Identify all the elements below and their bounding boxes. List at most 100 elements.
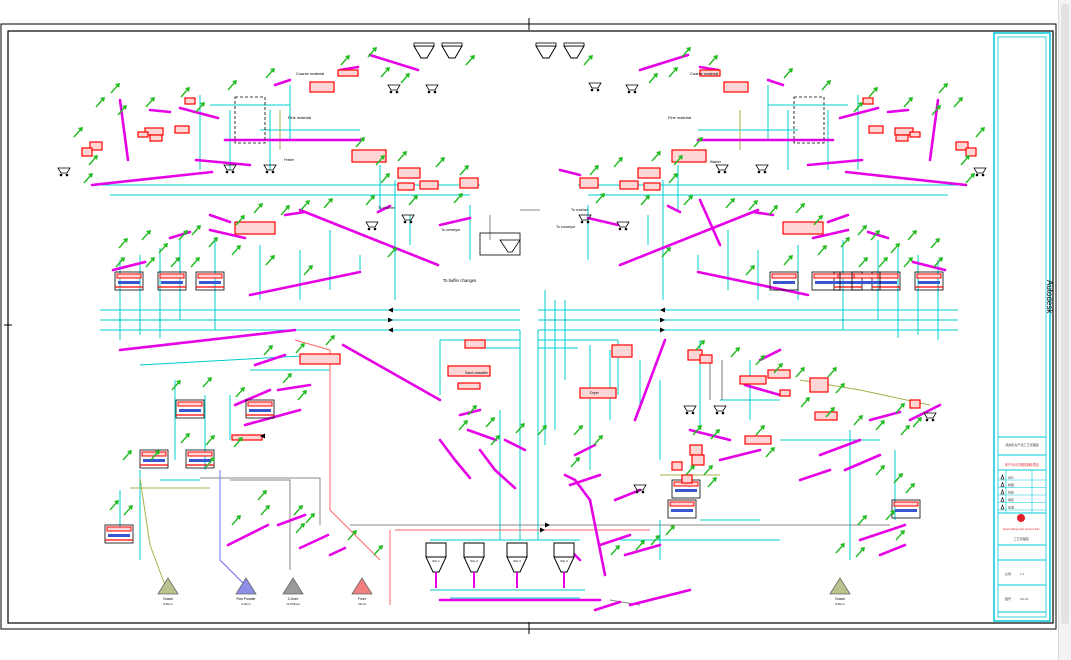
vertical-scrollbar[interactable]	[1058, 0, 1071, 660]
flow-arrow-icon	[253, 203, 263, 214]
arrow-head	[898, 473, 903, 478]
flow-arrow-icon	[367, 47, 377, 58]
vibrating-screen	[104, 524, 134, 544]
screen-frame	[667, 499, 697, 519]
bin-body	[263, 164, 277, 171]
flow-arrow-icon	[231, 245, 241, 256]
feed-hopper	[413, 42, 435, 59]
bin-body	[401, 214, 415, 221]
company-logo	[1017, 514, 1025, 522]
arrow-shaft	[748, 201, 757, 211]
direction-arrow-icon	[660, 307, 665, 313]
arrow-head	[285, 205, 290, 210]
approval-row-label: 校核	[1008, 490, 1014, 495]
arrow-head	[688, 195, 693, 200]
arrow-shaft	[825, 408, 834, 418]
arrow-head	[673, 67, 678, 72]
silo-label: Silo 3	[513, 559, 521, 563]
arrow-head	[753, 200, 758, 205]
label-to-buffer-changes: To buffer changes	[443, 278, 476, 283]
conveyor-belt	[118, 328, 297, 352]
conveyor-belt	[878, 543, 907, 557]
arrow-shaft	[840, 238, 849, 248]
flow-arrow-icon	[355, 137, 365, 148]
screen-frame	[175, 399, 205, 419]
flow-arrow-icon	[180, 87, 190, 98]
silo-body	[463, 542, 485, 558]
arrow-head	[880, 420, 885, 425]
flow-arrow-icon	[300, 200, 310, 211]
arrow-shaft	[171, 381, 180, 391]
flow-arrow-icon	[930, 238, 940, 249]
arrow-shaft	[821, 81, 830, 91]
arrow-shaft	[485, 418, 494, 428]
conveyor-belt	[226, 523, 270, 547]
label-coarse-material-right: Coarse material	[690, 71, 718, 76]
hopper-rim	[441, 42, 463, 47]
bin-body	[633, 484, 647, 491]
scrollbar-thumb[interactable]	[1061, 4, 1069, 624]
arrow-shaft	[755, 426, 764, 436]
arrow-head	[352, 530, 357, 535]
flow-arrow-icon	[589, 165, 599, 176]
arrow-shaft	[635, 541, 644, 551]
arrow-head	[440, 157, 445, 162]
flow-arrow-icon	[885, 510, 895, 521]
arrow-head	[122, 105, 127, 110]
conveyor-belt	[598, 533, 632, 547]
vibrating-screen	[769, 271, 799, 291]
screen-deck	[675, 489, 697, 492]
equipment-unit	[699, 69, 721, 77]
equipment-unit	[81, 147, 93, 157]
approval-row-label: 审核	[1008, 497, 1014, 502]
arrow-shaft	[975, 128, 984, 138]
arrow-head	[760, 355, 765, 360]
arrow-shaft	[783, 69, 792, 79]
wheel-icon	[763, 170, 767, 174]
arrow-shaft	[855, 548, 864, 558]
silo-cone	[463, 556, 485, 573]
screen-deck	[189, 459, 211, 462]
stockpile-label: Fine Powder	[236, 597, 256, 601]
hopper-rim	[563, 42, 585, 47]
arrow-head	[372, 47, 377, 52]
wheel-icon	[981, 173, 985, 177]
flow-arrow-icon	[282, 373, 292, 384]
arrow-head	[935, 238, 940, 243]
flow-arrow-icon	[83, 173, 93, 184]
arrow-head	[715, 429, 720, 434]
arrow-head	[805, 397, 810, 402]
label-fine-material-left: Fine material	[288, 115, 311, 120]
arrow-shaft	[325, 336, 334, 346]
bin-body	[578, 214, 592, 221]
flow-arrow-icon	[233, 437, 243, 448]
arrow-shaft	[459, 166, 468, 176]
arrow-head	[370, 195, 375, 200]
flow-arrow-icon	[878, 257, 888, 268]
label-to-conveyor-right: To conveyor	[556, 225, 576, 229]
revision-triangle-icon	[1000, 504, 1005, 510]
silo-cone	[506, 556, 528, 573]
arrow-head	[120, 257, 125, 262]
flow-arrow-icon	[681, 47, 691, 58]
arrow-head	[575, 457, 580, 462]
flow-arrow-icon	[665, 525, 675, 536]
arrow-head	[542, 425, 547, 430]
conveyor-belt	[558, 168, 582, 177]
screen-deck	[855, 281, 877, 284]
equipment-unit	[457, 382, 481, 390]
screen-deck	[106, 526, 132, 532]
arrow-shaft	[765, 448, 774, 458]
arrow-shaft	[685, 466, 694, 476]
arrow-head	[402, 151, 407, 156]
label-to-crusher-right: To crusher	[571, 208, 589, 212]
arrow-shaft	[380, 68, 389, 78]
approval-row-label: 批准	[1008, 505, 1014, 510]
flow-arrow-icon	[695, 340, 705, 351]
flow-arrow-icon	[933, 257, 943, 268]
process-line	[139, 477, 166, 586]
conveyor-belt	[866, 230, 890, 240]
dump-truck-icon	[578, 214, 592, 224]
